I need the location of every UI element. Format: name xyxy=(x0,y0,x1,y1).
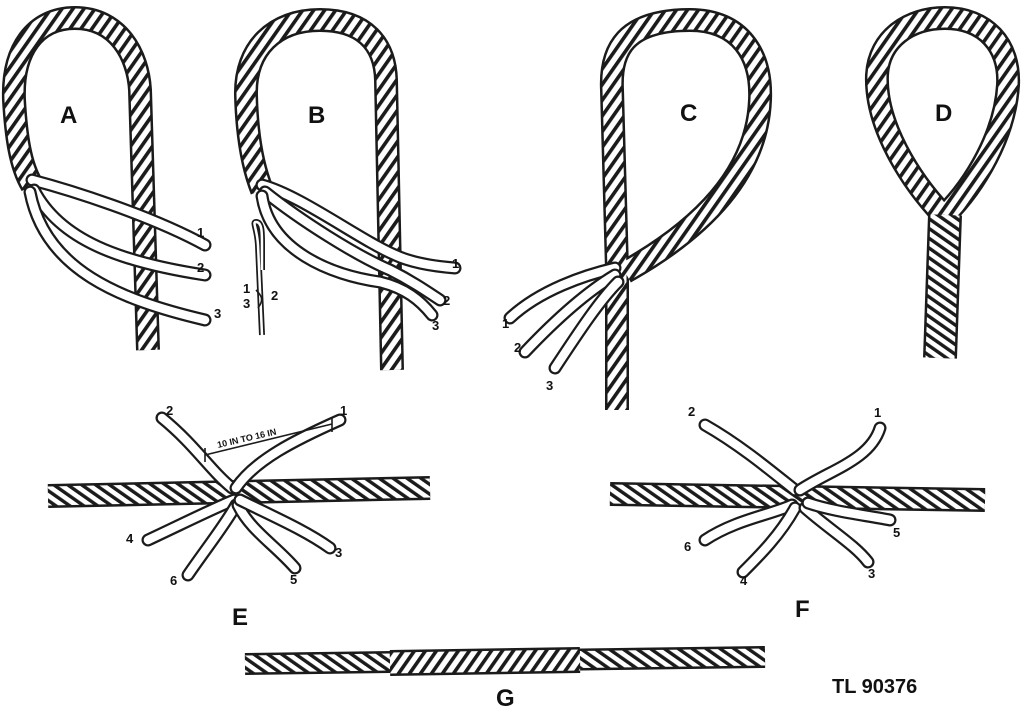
panel-f: F 1 2 3 4 5 6 xyxy=(610,404,985,623)
panel-f-strand-3: 3 xyxy=(868,566,875,581)
panel-d-label: D xyxy=(935,100,952,127)
panel-d: D xyxy=(877,18,1008,358)
panel-a-strand-2: 2 xyxy=(197,260,204,275)
panel-f-strand-1: 1 xyxy=(874,405,881,420)
panel-e-dimension: 10 IN TO 16 IN xyxy=(216,427,277,450)
panel-b-inset-strand-2: 2 xyxy=(271,288,278,303)
panel-e-strand-1: 1 xyxy=(340,403,347,418)
panel-e-strand-4: 4 xyxy=(126,531,134,546)
panel-e-strand-3: 3 xyxy=(335,545,342,560)
panel-b-inset: 1 3 2 xyxy=(243,222,278,335)
panel-c-rope xyxy=(612,20,760,410)
panel-f-strand-6: 6 xyxy=(684,539,691,554)
panel-b-label: B xyxy=(308,102,325,129)
panel-f-strand-4: 4 xyxy=(740,573,748,588)
panel-g-label: G xyxy=(496,685,515,710)
panel-a: A 1 2 3 xyxy=(14,18,221,350)
panel-b-strands xyxy=(262,185,455,315)
panel-e: 10 IN TO 16 IN E 1 2 3 4 5 6 xyxy=(48,403,430,631)
panel-f-strand-2: 2 xyxy=(688,404,695,419)
panel-e-label: E xyxy=(232,604,248,631)
panel-g: G xyxy=(245,657,765,710)
panel-a-strand-1: 1 xyxy=(197,225,204,240)
panel-f-strand-5: 5 xyxy=(893,525,900,540)
panel-b-inset-strand-1: 1 xyxy=(243,281,250,296)
panel-b-strand-2: 2 xyxy=(443,293,450,308)
panel-a-strands xyxy=(30,180,205,320)
panel-e-strand-6: 6 xyxy=(170,573,177,588)
panel-f-label: F xyxy=(795,596,810,623)
panel-c-strand-2: 2 xyxy=(514,340,521,355)
panel-c-strand-1: 1 xyxy=(502,316,509,331)
panel-e-strand-2: 2 xyxy=(166,403,173,418)
panel-c-strands xyxy=(510,268,618,368)
figure-id: TL 90376 xyxy=(832,676,917,698)
panel-b-strand-1: 1 xyxy=(452,256,459,271)
panel-a-strand-3: 3 xyxy=(214,306,221,321)
panel-a-label: A xyxy=(60,102,77,129)
panel-b: B 1 2 3 1 3 2 xyxy=(243,20,459,370)
panel-c: C 1 2 3 xyxy=(502,20,760,410)
panel-c-strand-3: 3 xyxy=(546,378,553,393)
panel-e-strand-5: 5 xyxy=(290,572,297,587)
panel-b-strand-3: 3 xyxy=(432,318,439,333)
panel-c-label: C xyxy=(680,100,697,127)
panel-b-inset-strand-3: 3 xyxy=(243,296,250,311)
